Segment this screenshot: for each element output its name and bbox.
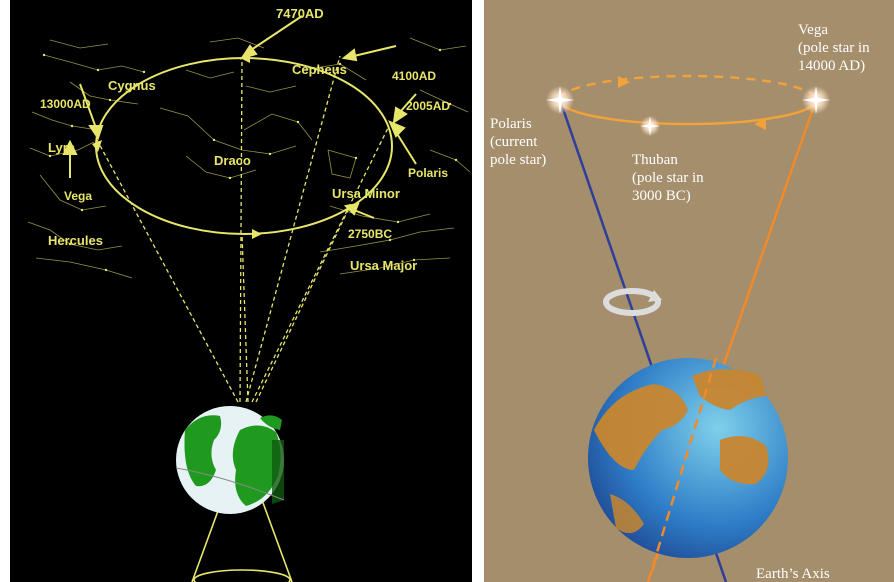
star-vega xyxy=(802,86,830,114)
star-polaris xyxy=(546,86,574,114)
label-vega: Vega xyxy=(798,22,828,38)
bottom-cone-lines xyxy=(191,499,293,582)
label-polaris: Polaris xyxy=(408,166,448,180)
star-thuban xyxy=(640,116,660,136)
label-ursa-minor: Ursa Minor xyxy=(332,186,400,201)
rotation-arrow-icon xyxy=(603,288,662,316)
label-vega: Vega xyxy=(64,189,92,203)
faint-stars xyxy=(42,48,458,272)
earth-globe xyxy=(175,406,285,514)
label-7470ad: 7470AD xyxy=(276,6,324,21)
label-thuban: Thuban xyxy=(632,152,678,168)
label-2005ad: 2005AD xyxy=(406,99,450,113)
orbit-back-dashed xyxy=(558,74,818,101)
earth-axis-precession-panel: Vega (pole star in 14000 AD) Polaris (cu… xyxy=(484,0,894,582)
label-thuban-line3: 3000 BC) xyxy=(632,188,691,204)
precession-star-chart-panel: 7470AD Cepheus 4100AD 2005AD Cygnus 1300… xyxy=(10,0,472,582)
orbit-front-solid xyxy=(558,99,818,126)
orbit-arrow-top xyxy=(618,76,630,88)
label-ursa-major: Ursa Major xyxy=(350,258,417,273)
label-cepheus: Cepheus xyxy=(292,62,347,77)
label-polaris-line3: pole star) xyxy=(490,152,546,168)
earth-globe xyxy=(588,357,788,582)
orbit-arrow-bottom xyxy=(754,118,766,130)
projection-lines xyxy=(95,55,389,403)
label-lyra: Lyra xyxy=(48,140,76,155)
axis-diagram-svg: Vega (pole star in 14000 AD) Polaris (cu… xyxy=(490,22,870,582)
label-13000ad: 13000AD xyxy=(40,97,91,111)
label-polaris-line2: (current xyxy=(490,134,538,150)
label-4100ad: 4100AD xyxy=(392,69,436,83)
label-cygnus: Cygnus xyxy=(108,78,156,93)
label-draco: Draco xyxy=(214,153,251,168)
label-vega-line2: (pole star in xyxy=(798,40,870,56)
label-hercules: Hercules xyxy=(48,233,103,248)
label-vega-line3: 14000 AD) xyxy=(798,58,865,74)
label-pointers xyxy=(62,15,417,219)
star-chart-svg: 7470AD Cepheus 4100AD 2005AD Cygnus 1300… xyxy=(27,6,471,582)
label-2750bc: 2750BC xyxy=(348,227,392,241)
label-thuban-line2: (pole star in xyxy=(632,170,704,186)
label-earths-axis: Earth’s Axis xyxy=(756,566,830,582)
label-polaris: Polaris xyxy=(490,116,532,132)
